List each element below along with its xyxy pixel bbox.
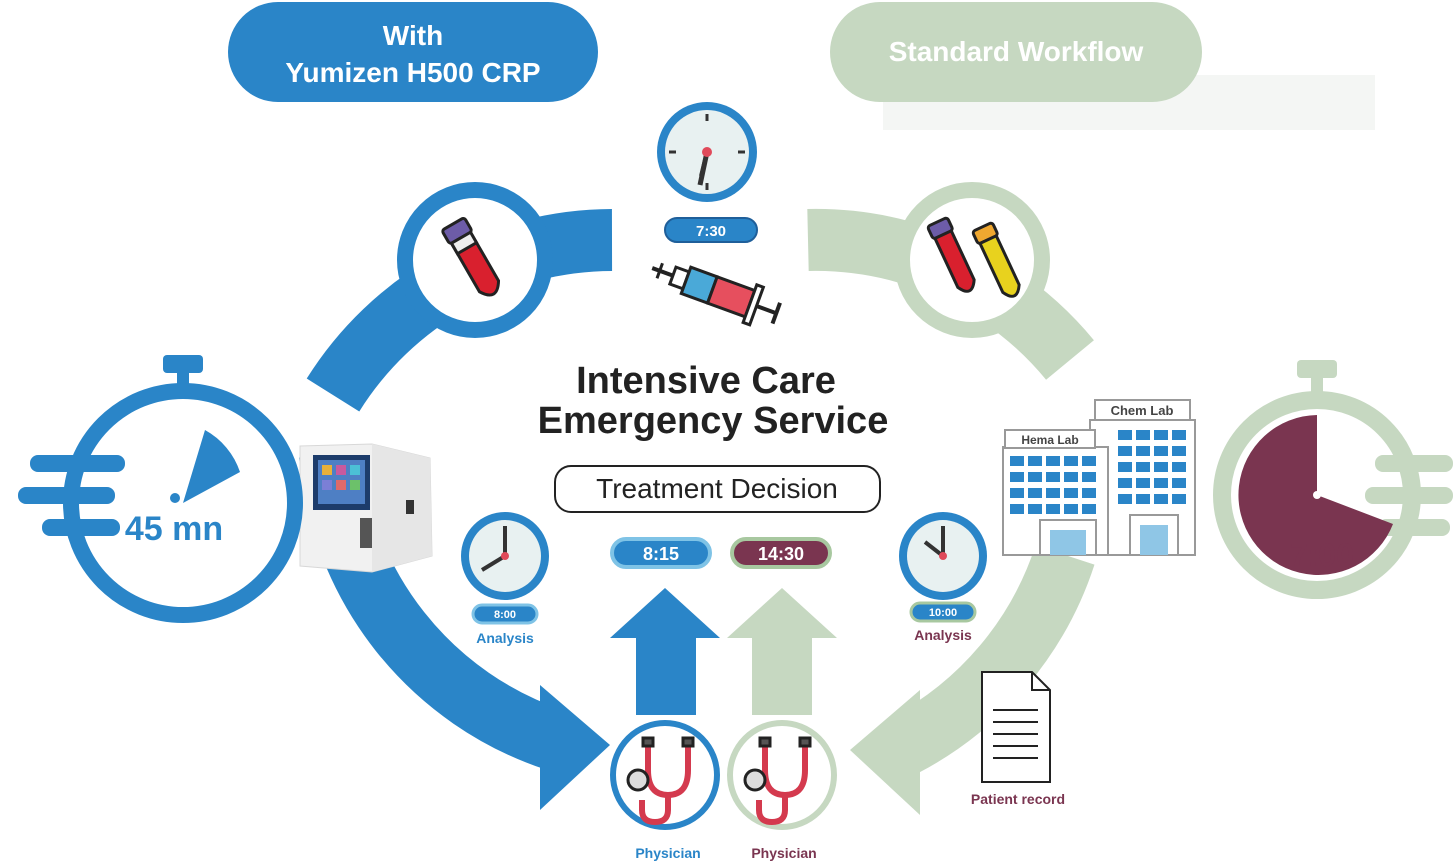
physician-fast-label: Physician: [635, 845, 700, 861]
center-title-line2: Emergency Service: [538, 400, 889, 442]
hospital-building-icon: Chem Lab Hema Lab: [1002, 399, 1196, 556]
blue-arrow-head-icon: [540, 685, 610, 810]
sage-arrow-head-icon: [850, 690, 920, 815]
hema-lab-label: Hema Lab: [1021, 433, 1078, 447]
left-analysis-time-badge: 8:00: [471, 603, 539, 625]
analyzer-icon: [299, 443, 433, 573]
top-time-label: 7:30: [696, 223, 726, 240]
document-icon: [981, 671, 1051, 783]
sage-tube-circle: [894, 182, 1050, 338]
syringe-icon: [651, 262, 782, 327]
right-analysis-time-badge: 10:00: [909, 601, 977, 623]
fast-decision-time: 8:15: [643, 544, 679, 564]
stethoscope-icon: [743, 736, 812, 826]
center-title-line1: Intensive Care: [576, 360, 836, 402]
chem-lab-label: Chem Lab: [1111, 403, 1174, 418]
fast-decision-badge: 8:15: [610, 537, 712, 569]
standard-decision-time: 14:30: [758, 544, 804, 564]
left-stopwatch-icon: 45 mn: [18, 355, 303, 623]
right-analysis-time: 10:00: [929, 607, 957, 619]
physician-fast-circle: [610, 720, 720, 830]
right-analysis-label: Analysis: [914, 627, 972, 643]
blood-tube-icon: [926, 216, 976, 293]
treatment-decision-box: Treatment Decision: [554, 465, 881, 513]
left-pill-line2: Yumizen H500 CRP: [285, 57, 540, 88]
right-stopwatch-duration: 7:00: [1290, 537, 1354, 573]
treatment-decision-label: Treatment Decision: [596, 473, 838, 504]
physician-standard-label: Physician: [751, 845, 816, 861]
right-analysis-clock-icon: [899, 512, 987, 600]
left-stopwatch-duration: 45 mn: [125, 510, 223, 548]
patient-record-label: Patient record: [971, 791, 1065, 807]
right-header-pill: Standard Workflow: [830, 2, 1375, 130]
blue-tube-circle: [397, 182, 553, 338]
top-time-badge: 7:30: [664, 217, 758, 243]
right-stopwatch-icon: 7:00: [1213, 360, 1453, 599]
stethoscope-icon: [626, 736, 695, 826]
left-analysis-label: Analysis: [476, 630, 534, 646]
right-pill-label: Standard Workflow: [889, 36, 1144, 67]
left-analysis-clock-icon: [461, 512, 549, 600]
standard-decision-badge: 14:30: [730, 537, 832, 569]
fast-up-arrow-icon: [610, 588, 720, 715]
left-header-pill: With Yumizen H500 CRP: [228, 2, 598, 102]
blood-tube-icon: [441, 216, 501, 297]
chemistry-tube-icon: [971, 221, 1021, 298]
standard-up-arrow-icon: [727, 588, 837, 715]
left-analysis-time: 8:00: [494, 609, 516, 621]
top-clock-icon: [657, 102, 757, 202]
physician-standard-circle: [727, 720, 837, 830]
left-pill-line1: With: [383, 20, 443, 51]
